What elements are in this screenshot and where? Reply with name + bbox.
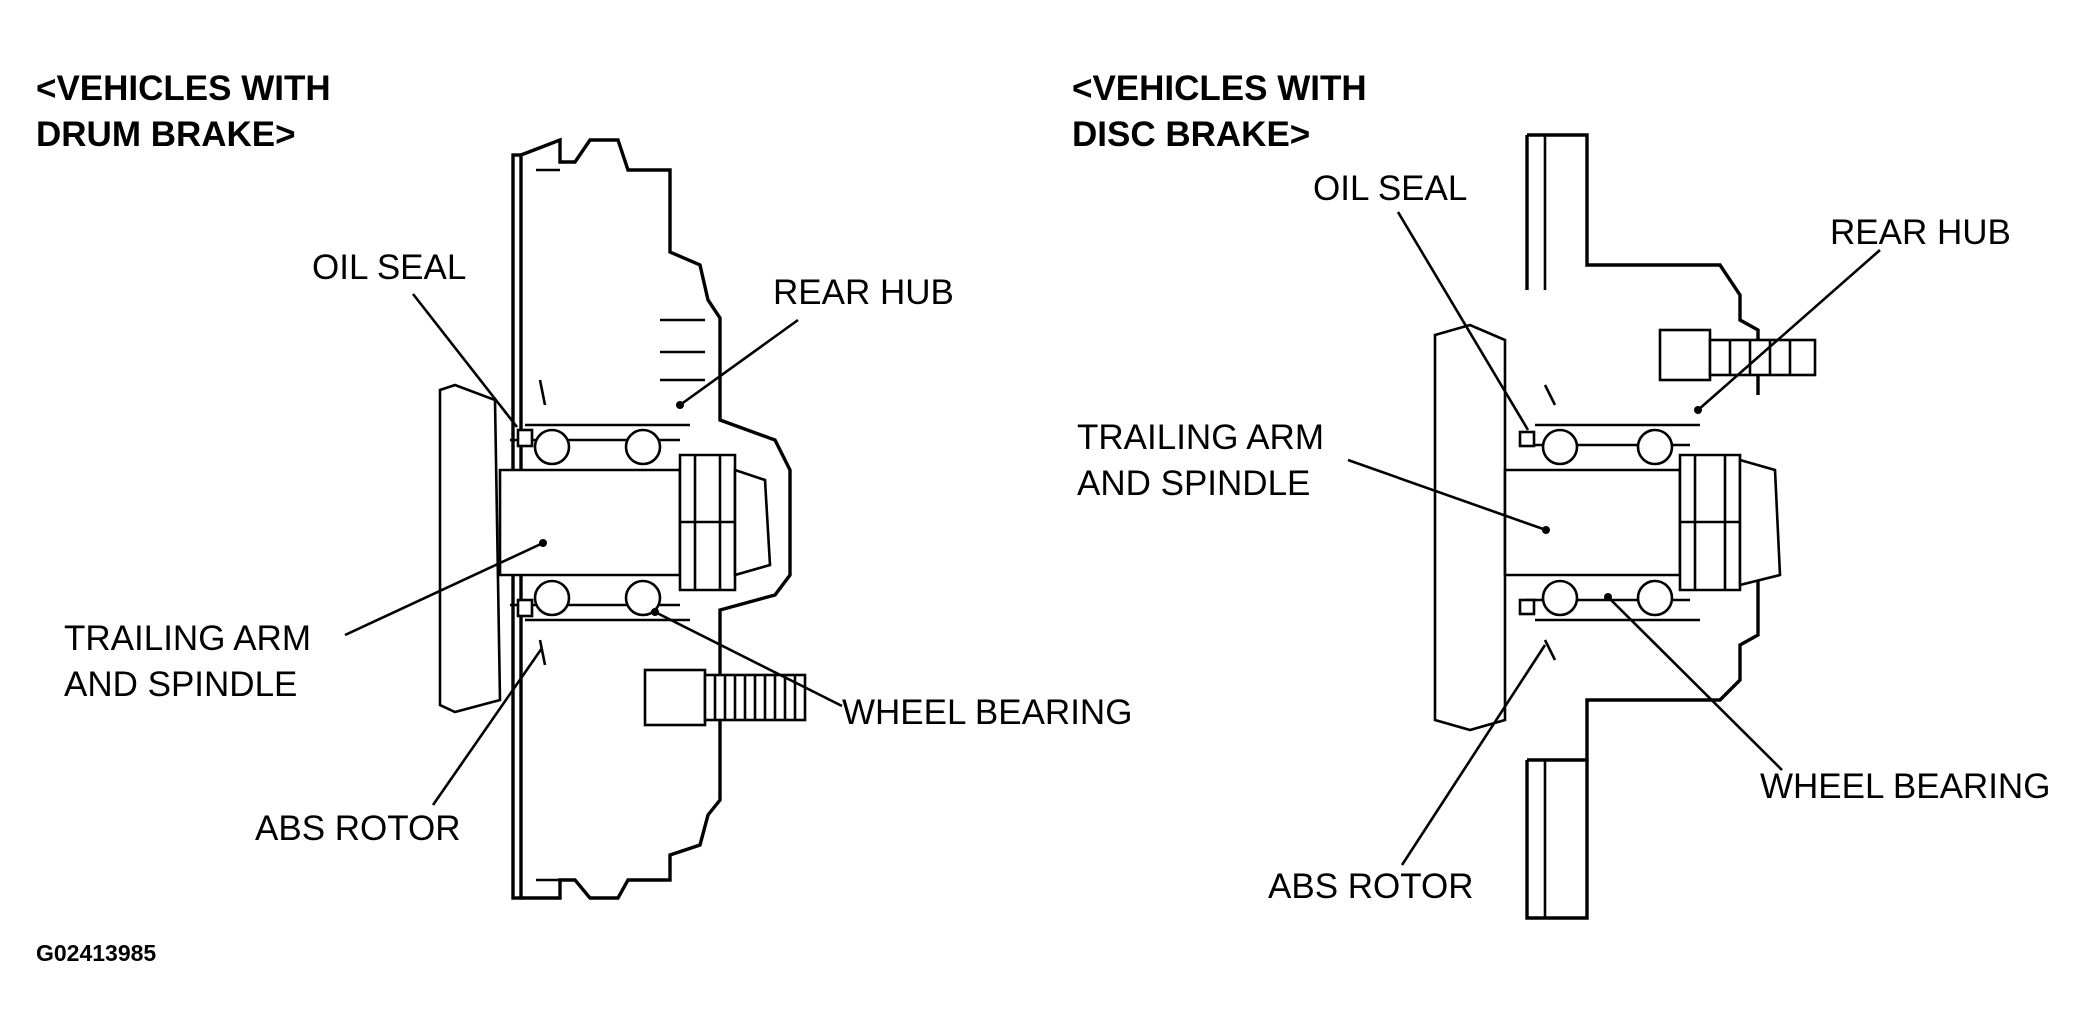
leader-dot bbox=[1694, 406, 1702, 414]
outer-races bbox=[1535, 423, 1700, 622]
bearing-ball bbox=[624, 579, 662, 617]
spindle-flange bbox=[1433, 323, 1507, 732]
leader-abs-rotor bbox=[1400, 644, 1547, 866]
wheel-stud-thread bbox=[1728, 340, 1792, 375]
leader-wheel-bearing bbox=[1607, 596, 1783, 771]
leader-rear-hub bbox=[679, 318, 799, 407]
abs-rotor-label: ABS ROTOR bbox=[255, 809, 461, 848]
hub-cap bbox=[1738, 458, 1782, 587]
leader-dot bbox=[651, 608, 659, 616]
leader-dot bbox=[1542, 526, 1550, 534]
disc-rotor-lower bbox=[1527, 565, 1760, 762]
wheel-stud-head bbox=[643, 668, 707, 727]
spindle-flange bbox=[438, 383, 502, 714]
wheel-bearing-label: WHEEL BEARING bbox=[842, 693, 1133, 732]
drum-lip bbox=[536, 168, 560, 882]
bearing-ball bbox=[1636, 579, 1674, 617]
leader-dot bbox=[676, 401, 684, 409]
figure-id: G02413985 bbox=[36, 940, 157, 966]
panel-heading: <VEHICLES WITH DRUM BRAKE> bbox=[36, 69, 331, 154]
leader-oil-seal bbox=[411, 293, 519, 428]
leader-oil-seal bbox=[1396, 211, 1530, 431]
leader-dot bbox=[539, 539, 547, 547]
hub-ribs bbox=[660, 318, 705, 382]
outer-races bbox=[525, 423, 690, 622]
abs-rotor-ring bbox=[538, 379, 547, 666]
rear-hub-label: REAR HUB bbox=[773, 273, 954, 312]
spindle-body bbox=[1503, 468, 1682, 577]
oil-seal-upper bbox=[1518, 430, 1536, 448]
abs-rotor-label: ABS ROTOR bbox=[1268, 867, 1474, 906]
trailing-arm-label: TRAILING ARM AND SPINDLE bbox=[64, 619, 311, 704]
trailing-arm-label: TRAILING ARM AND SPINDLE bbox=[1077, 418, 1324, 503]
leader-abs-rotor bbox=[431, 647, 544, 806]
wheel-bearing-label: WHEEL BEARING bbox=[1760, 767, 2051, 806]
abs-rotor-ring bbox=[1543, 384, 1557, 661]
oil-seal-upper bbox=[516, 428, 534, 448]
oil-seal-label: OIL SEAL bbox=[1313, 169, 1468, 208]
leader-wheel-bearing bbox=[654, 610, 843, 708]
wheel-stud-shank bbox=[1708, 338, 1817, 377]
bearing-ball bbox=[624, 428, 662, 466]
hub-cap bbox=[733, 468, 772, 577]
bearing-ball bbox=[1541, 428, 1579, 466]
panel-heading: <VEHICLES WITH DISC BRAKE> bbox=[1072, 69, 1367, 154]
bearing-ball bbox=[533, 579, 571, 617]
wheel-stud-head bbox=[1658, 328, 1712, 382]
oil-seal-lower bbox=[516, 598, 534, 618]
bearing-ball bbox=[1636, 428, 1674, 466]
rear-hub-label: REAR HUB bbox=[1830, 213, 2011, 252]
leader-rear-hub bbox=[1697, 249, 1881, 411]
leader-trailing-arm bbox=[1347, 458, 1547, 532]
leader-trailing-arm bbox=[344, 541, 544, 637]
drum-hub-outline bbox=[520, 137, 792, 900]
disc-rotor-upper bbox=[1527, 133, 1760, 395]
oil-seal-lower bbox=[1518, 598, 1536, 616]
oil-seal-label: OIL SEAL bbox=[312, 248, 467, 287]
bearing-ball bbox=[1541, 579, 1579, 617]
bearing-ball bbox=[533, 428, 571, 466]
hub-nut-faces bbox=[1680, 455, 1740, 590]
disc-rotor-lower-edge bbox=[1525, 760, 1589, 920]
wheel-stud-thread bbox=[713, 675, 797, 720]
hub-nut-faces bbox=[680, 455, 735, 590]
leader-dot bbox=[1604, 593, 1612, 601]
